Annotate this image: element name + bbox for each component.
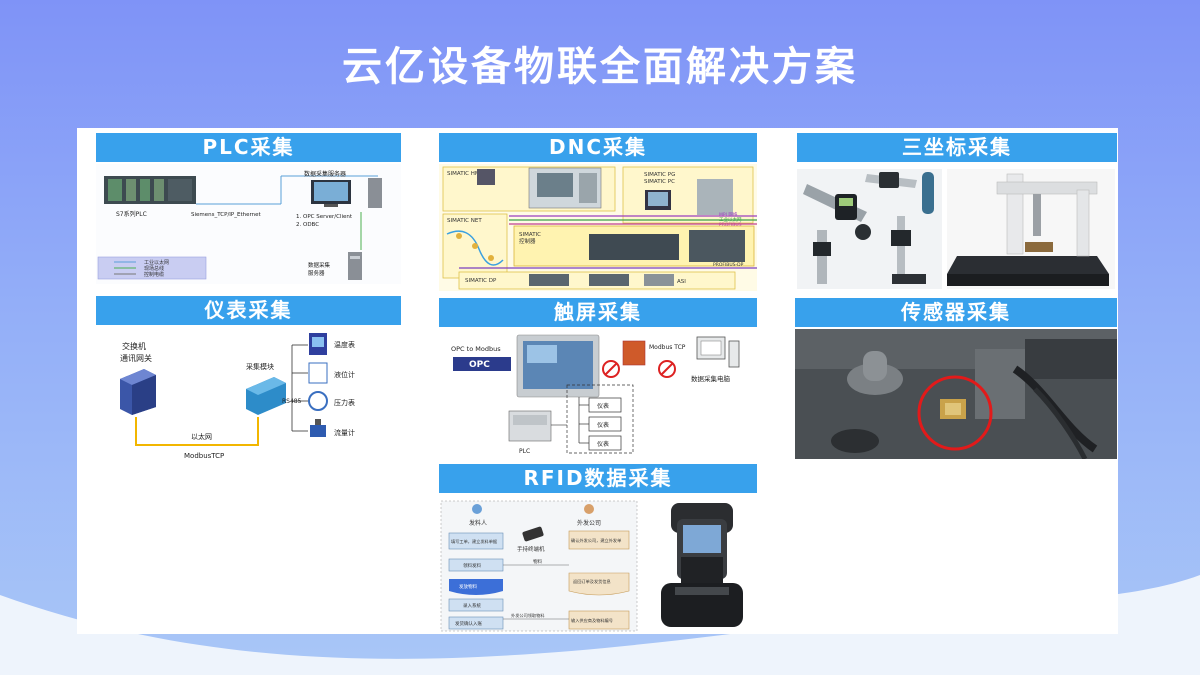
meter-header: 仪表采集 (96, 296, 401, 325)
rfid-diagram: 发料人 外发公司 手持终端机 填写工单，建立发料单据 领料发料 发放物料 录入系… (439, 495, 757, 633)
svg-text:外发公司: 外发公司 (577, 519, 601, 527)
svg-text:仪表: 仪表 (597, 440, 609, 448)
dnc-diagram: SIMATIC HMI SIMATIC PG SIMATIC PC SIMATI… (439, 164, 757, 291)
svg-text:PROFIBUS-DP: PROFIBUS-DP (713, 262, 744, 268)
plc-diagram: S7系列PLC Siemens_TCP/IP_Ethernet 数据采集服务器 … (96, 164, 401, 284)
svg-text:领料发料: 领料发料 (463, 562, 481, 569)
svg-text:Modbus TCP: Modbus TCP (649, 344, 686, 351)
svg-text:S7系列PLC: S7系列PLC (116, 210, 147, 218)
meter-diagram: 交换机 通讯网关 采集模块 RS485 温度表 液位计 (96, 327, 401, 465)
cmm-card: 三坐标采集 (797, 133, 1117, 290)
svg-text:填写工单，建立发料单据: 填写工单，建立发料单据 (451, 538, 497, 545)
svg-text:录入系统: 录入系统 (463, 602, 481, 609)
svg-text:通讯网关: 通讯网关 (120, 353, 152, 363)
dnc-header: DNC采集 (439, 133, 757, 162)
svg-text:PROFIBUS: PROFIBUS (719, 222, 742, 228)
svg-text:确认外发公司，建立外发单: 确认外发公司，建立外发单 (571, 537, 621, 544)
svg-text:ASI: ASI (677, 279, 686, 285)
sensor-card: 传感器采集 (795, 298, 1117, 462)
svg-text:服务器: 服务器 (308, 269, 325, 277)
svg-text:温度表: 温度表 (334, 340, 355, 349)
svg-text:1. OPC Server/Client: 1. OPC Server/Client (296, 214, 353, 220)
svg-text:ModbusTCP: ModbusTCP (184, 452, 224, 460)
cmm-header: 三坐标采集 (797, 133, 1117, 162)
background-wave (0, 575, 1200, 675)
content-panel: PLC采集 S7系列PLC Siemens_TCP/IP_Ethernet 数据… (77, 128, 1118, 634)
svg-text:数据采集电脑: 数据采集电脑 (691, 374, 731, 383)
svg-text:采集模块: 采集模块 (246, 362, 274, 371)
svg-text:流量计: 流量计 (334, 428, 355, 437)
svg-text:SIMATIC: SIMATIC (519, 232, 541, 238)
svg-text:发料人: 发料人 (469, 519, 487, 527)
svg-text:OPC to Modbus: OPC to Modbus (451, 345, 501, 353)
svg-text:外发公司领取物料: 外发公司领取物料 (511, 612, 545, 619)
svg-text:返回订单及发货信息: 返回订单及发货信息 (573, 578, 611, 585)
svg-text:SIMATIC HMI: SIMATIC HMI (447, 171, 482, 177)
svg-text:发放物料: 发放物料 (459, 583, 477, 590)
svg-text:交换机: 交换机 (122, 341, 146, 351)
svg-text:仪表: 仪表 (597, 421, 609, 429)
svg-text:OPC: OPC (469, 360, 490, 370)
sensor-photo (795, 329, 1117, 459)
page-title: 云亿设备物联全面解决方案 (342, 44, 858, 90)
meter-card: 仪表采集 交换机 通讯网关 采集模块 RS485 温度表 (96, 296, 401, 466)
touch-header: 触屏采集 (439, 298, 757, 327)
touch-diagram: OPC to Modbus OPC Modbus TCP 数据采集电脑 (439, 329, 757, 456)
svg-text:数据采集: 数据采集 (308, 261, 331, 269)
svg-text:发货确认入账: 发货确认入账 (455, 620, 482, 627)
svg-text:Siemens_TCP/IP_Ethernet: Siemens_TCP/IP_Ethernet (191, 212, 262, 218)
svg-text:SIMATIC PC: SIMATIC PC (644, 179, 675, 185)
dnc-card: DNC采集 SIMATIC HMI SIMATIC PG SIMATIC PC … (439, 133, 757, 291)
svg-text:手持终端机: 手持终端机 (517, 545, 545, 553)
svg-text:数据采集服务器: 数据采集服务器 (304, 170, 346, 178)
plc-header: PLC采集 (96, 133, 401, 162)
touch-card: 触屏采集 OPC to Modbus OPC Modbus TCP (439, 298, 757, 456)
svg-text:控制电缆: 控制电缆 (144, 271, 164, 278)
svg-text:SIMATIC PG: SIMATIC PG (644, 172, 675, 178)
svg-text:2. ODBC: 2. ODBC (296, 222, 319, 228)
svg-text:输入供应商及物料编号: 输入供应商及物料编号 (571, 617, 613, 624)
svg-text:以太网: 以太网 (191, 432, 212, 441)
svg-text:MPI 网络: MPI 网络 (719, 211, 738, 218)
svg-text:控制器: 控制器 (519, 237, 536, 245)
svg-text:工业以太网: 工业以太网 (144, 259, 169, 266)
sensor-header: 传感器采集 (795, 298, 1117, 327)
rfid-header: RFID数据采集 (439, 464, 757, 493)
svg-text:工业以太网: 工业以太网 (719, 216, 742, 223)
svg-text:现场总线: 现场总线 (144, 265, 164, 272)
cmm-photo (797, 164, 1117, 290)
svg-text:物料: 物料 (533, 558, 542, 565)
svg-text:SIMATIC DP: SIMATIC DP (465, 278, 497, 284)
svg-text:仪表: 仪表 (597, 402, 609, 410)
plc-card: PLC采集 S7系列PLC Siemens_TCP/IP_Ethernet 数据… (96, 133, 401, 284)
rfid-card: RFID数据采集 发料人 外发公司 手持终端机 填写工单，建立发料单据 领料发料… (439, 464, 757, 634)
svg-text:液位计: 液位计 (334, 370, 355, 379)
svg-text:SIMATIC NET: SIMATIC NET (447, 218, 482, 224)
svg-text:压力表: 压力表 (334, 398, 355, 407)
svg-text:PLC: PLC (519, 448, 530, 455)
